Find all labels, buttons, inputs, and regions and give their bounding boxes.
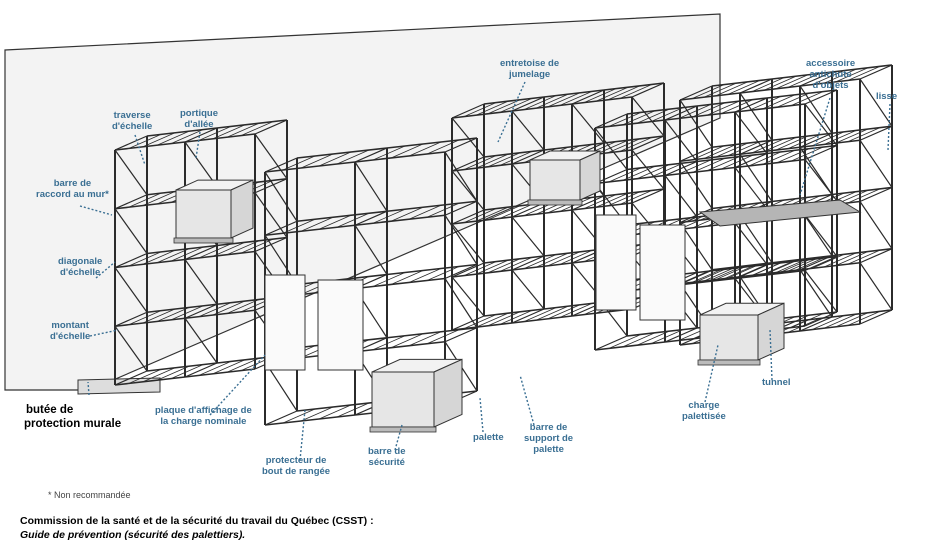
pallet-load-side [230, 179, 254, 239]
leader-line [799, 97, 831, 196]
pallet-load [371, 371, 435, 428]
pallet-load-side [579, 150, 601, 201]
pallet-load [699, 314, 759, 361]
pallet-load [529, 159, 581, 201]
pallet-load [175, 189, 232, 239]
pallet [697, 359, 761, 366]
leader-line [704, 344, 719, 403]
leader-line [79, 205, 113, 216]
leader-line [89, 329, 119, 337]
label-butee: butée de protection murale [24, 404, 122, 430]
leader-line [769, 329, 773, 381]
wire-deck [698, 199, 862, 227]
pallet [369, 426, 437, 433]
leader-line [497, 81, 526, 143]
end-plate [317, 279, 364, 371]
footnote: * Non recommandée [48, 490, 131, 500]
pallet-load-side [433, 358, 463, 428]
label-palette: palette [473, 432, 504, 443]
butee-murale [77, 377, 161, 395]
leader-line [195, 131, 201, 159]
credit-line-2: Guide de prévention (sécurité des palett… [20, 529, 246, 541]
end-plate [264, 274, 306, 371]
leader-line [134, 134, 146, 166]
end-plate [639, 224, 686, 321]
pallet [527, 199, 583, 206]
pallet-load-side [757, 302, 785, 361]
label-lisse: lisse [876, 91, 898, 102]
leader-line [394, 424, 403, 451]
credit-line-1: Commission de la santé et de la sécurité… [20, 515, 374, 527]
leader-line [95, 261, 116, 279]
end-plate [595, 214, 637, 311]
label-tunnel: tunnel [762, 377, 791, 388]
leader-line [299, 409, 306, 461]
leader-line [479, 397, 484, 433]
leader-line [519, 374, 535, 426]
leader-line [209, 354, 266, 416]
pallet [173, 237, 234, 244]
